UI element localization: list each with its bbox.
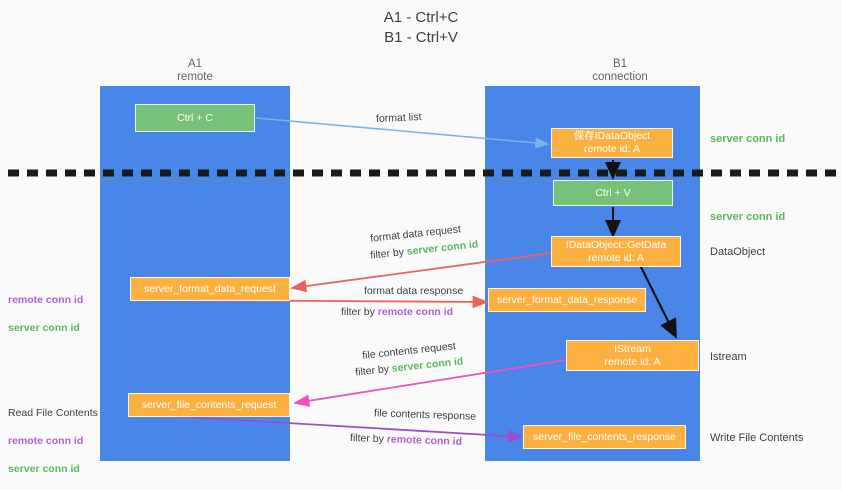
node-save-idataobject-label: 保存IDataObject [573, 130, 651, 142]
edge-label-format-list: format list [376, 110, 422, 126]
edge-label-file-contents-response-filter-prefix: filter by [349, 432, 387, 446]
edge-label-format-data-response-filter-prefix: filter by [341, 306, 378, 318]
left-label-read-file-contents-heading: Read File Contents [8, 407, 98, 419]
node-idataobject-getdata-label: IDataObject::GetData [565, 238, 667, 251]
node-istream-label: IStream [614, 342, 651, 355]
edge-label-format-data-response: format data response [364, 284, 463, 298]
edge-label-file-contents-response: file contents response [374, 406, 477, 424]
left-label-read-file-contents: Read File Contents remote conn id server… [8, 392, 98, 490]
right-label-dataobject: DataObject [710, 246, 766, 258]
edge-label-file-contents-request-filter-prefix: filter by [354, 362, 393, 379]
node-save-idataobject[interactable]: 保存IDataObject remote id: A [551, 128, 673, 158]
node-istream[interactable]: IStream remote id: A [566, 340, 699, 371]
node-server-file-contents-response-label: server_file_contents_response [532, 430, 676, 443]
node-ctrl-v-label: Ctrl + V [595, 186, 631, 199]
node-istream-sub: remote id: A [604, 355, 661, 368]
node-server-file-contents-request[interactable]: server_file_contents_request [128, 393, 290, 417]
right-label-server-conn-id-mid: server conn id [710, 211, 786, 223]
node-server-file-contents-response[interactable]: server_file_contents_response [523, 425, 686, 449]
right-label-server-conn-id-top: server conn id [710, 133, 786, 145]
edge-label-file-contents-response-text: file contents response [373, 407, 477, 423]
node-ctrl-c[interactable]: Ctrl + C [135, 104, 255, 132]
right-label-write-file-contents: Write File Contents [710, 432, 804, 444]
node-idataobject-getdata-sub: remote id: A [587, 251, 645, 264]
edge-label-format-data-response-text: format data response [364, 285, 464, 297]
edge-label-format-data-response-filter-key: remote conn id [377, 306, 454, 318]
edge-label-format-data-response-filter: filter by remote conn id [341, 305, 453, 319]
edge-label-format-data-request-filter-prefix: filter by [369, 245, 408, 262]
edge-label-file-contents-response-filter-key: remote conn id [386, 433, 463, 448]
edge-label-format-data-request-filter-key: server conn id [406, 238, 479, 258]
column-header-a1-name: A1 [187, 58, 203, 70]
node-server-format-data-request-label: server_format_data_request [144, 282, 276, 295]
column-header-a1: A1 remote [105, 58, 285, 84]
left-label-read-file-contents-remote: remote conn id [8, 435, 84, 447]
edge-label-file-contents-response-filter: filter by remote conn id [350, 431, 462, 449]
column-header-b1: B1 connection [530, 58, 710, 84]
column-header-b1-name: B1 [612, 58, 628, 70]
column-header-b1-sub: connection [592, 71, 648, 83]
right-label-istream: Istream [710, 351, 747, 363]
node-server-format-data-response-label: server_format_data_response [496, 293, 638, 306]
node-server-file-contents-request-label: server_file_contents_request [141, 398, 277, 411]
node-server-format-data-response[interactable]: server_format_data_response [488, 288, 646, 312]
left-label-conn-ids-format-remote: remote conn id [8, 294, 84, 306]
node-ctrl-c-label: Ctrl + C [177, 111, 213, 124]
left-label-read-file-contents-server: server conn id [8, 463, 80, 475]
node-save-idataobject-sub: remote id: A [583, 143, 641, 155]
left-label-conn-ids-format: remote conn id server conn id [8, 279, 83, 349]
node-server-format-data-request[interactable]: server_format_data_request [130, 277, 290, 301]
edge-label-format-list-text: format list [375, 111, 422, 125]
node-ctrl-v[interactable]: Ctrl + V [553, 180, 673, 206]
left-label-conn-ids-format-server: server conn id [8, 322, 80, 334]
page-title: A1 - Ctrl+C B1 - Ctrl+V [383, 9, 459, 46]
node-idataobject-getdata[interactable]: IDataObject::GetData remote id: A [551, 236, 681, 267]
column-header-a1-sub: remote [177, 71, 213, 83]
